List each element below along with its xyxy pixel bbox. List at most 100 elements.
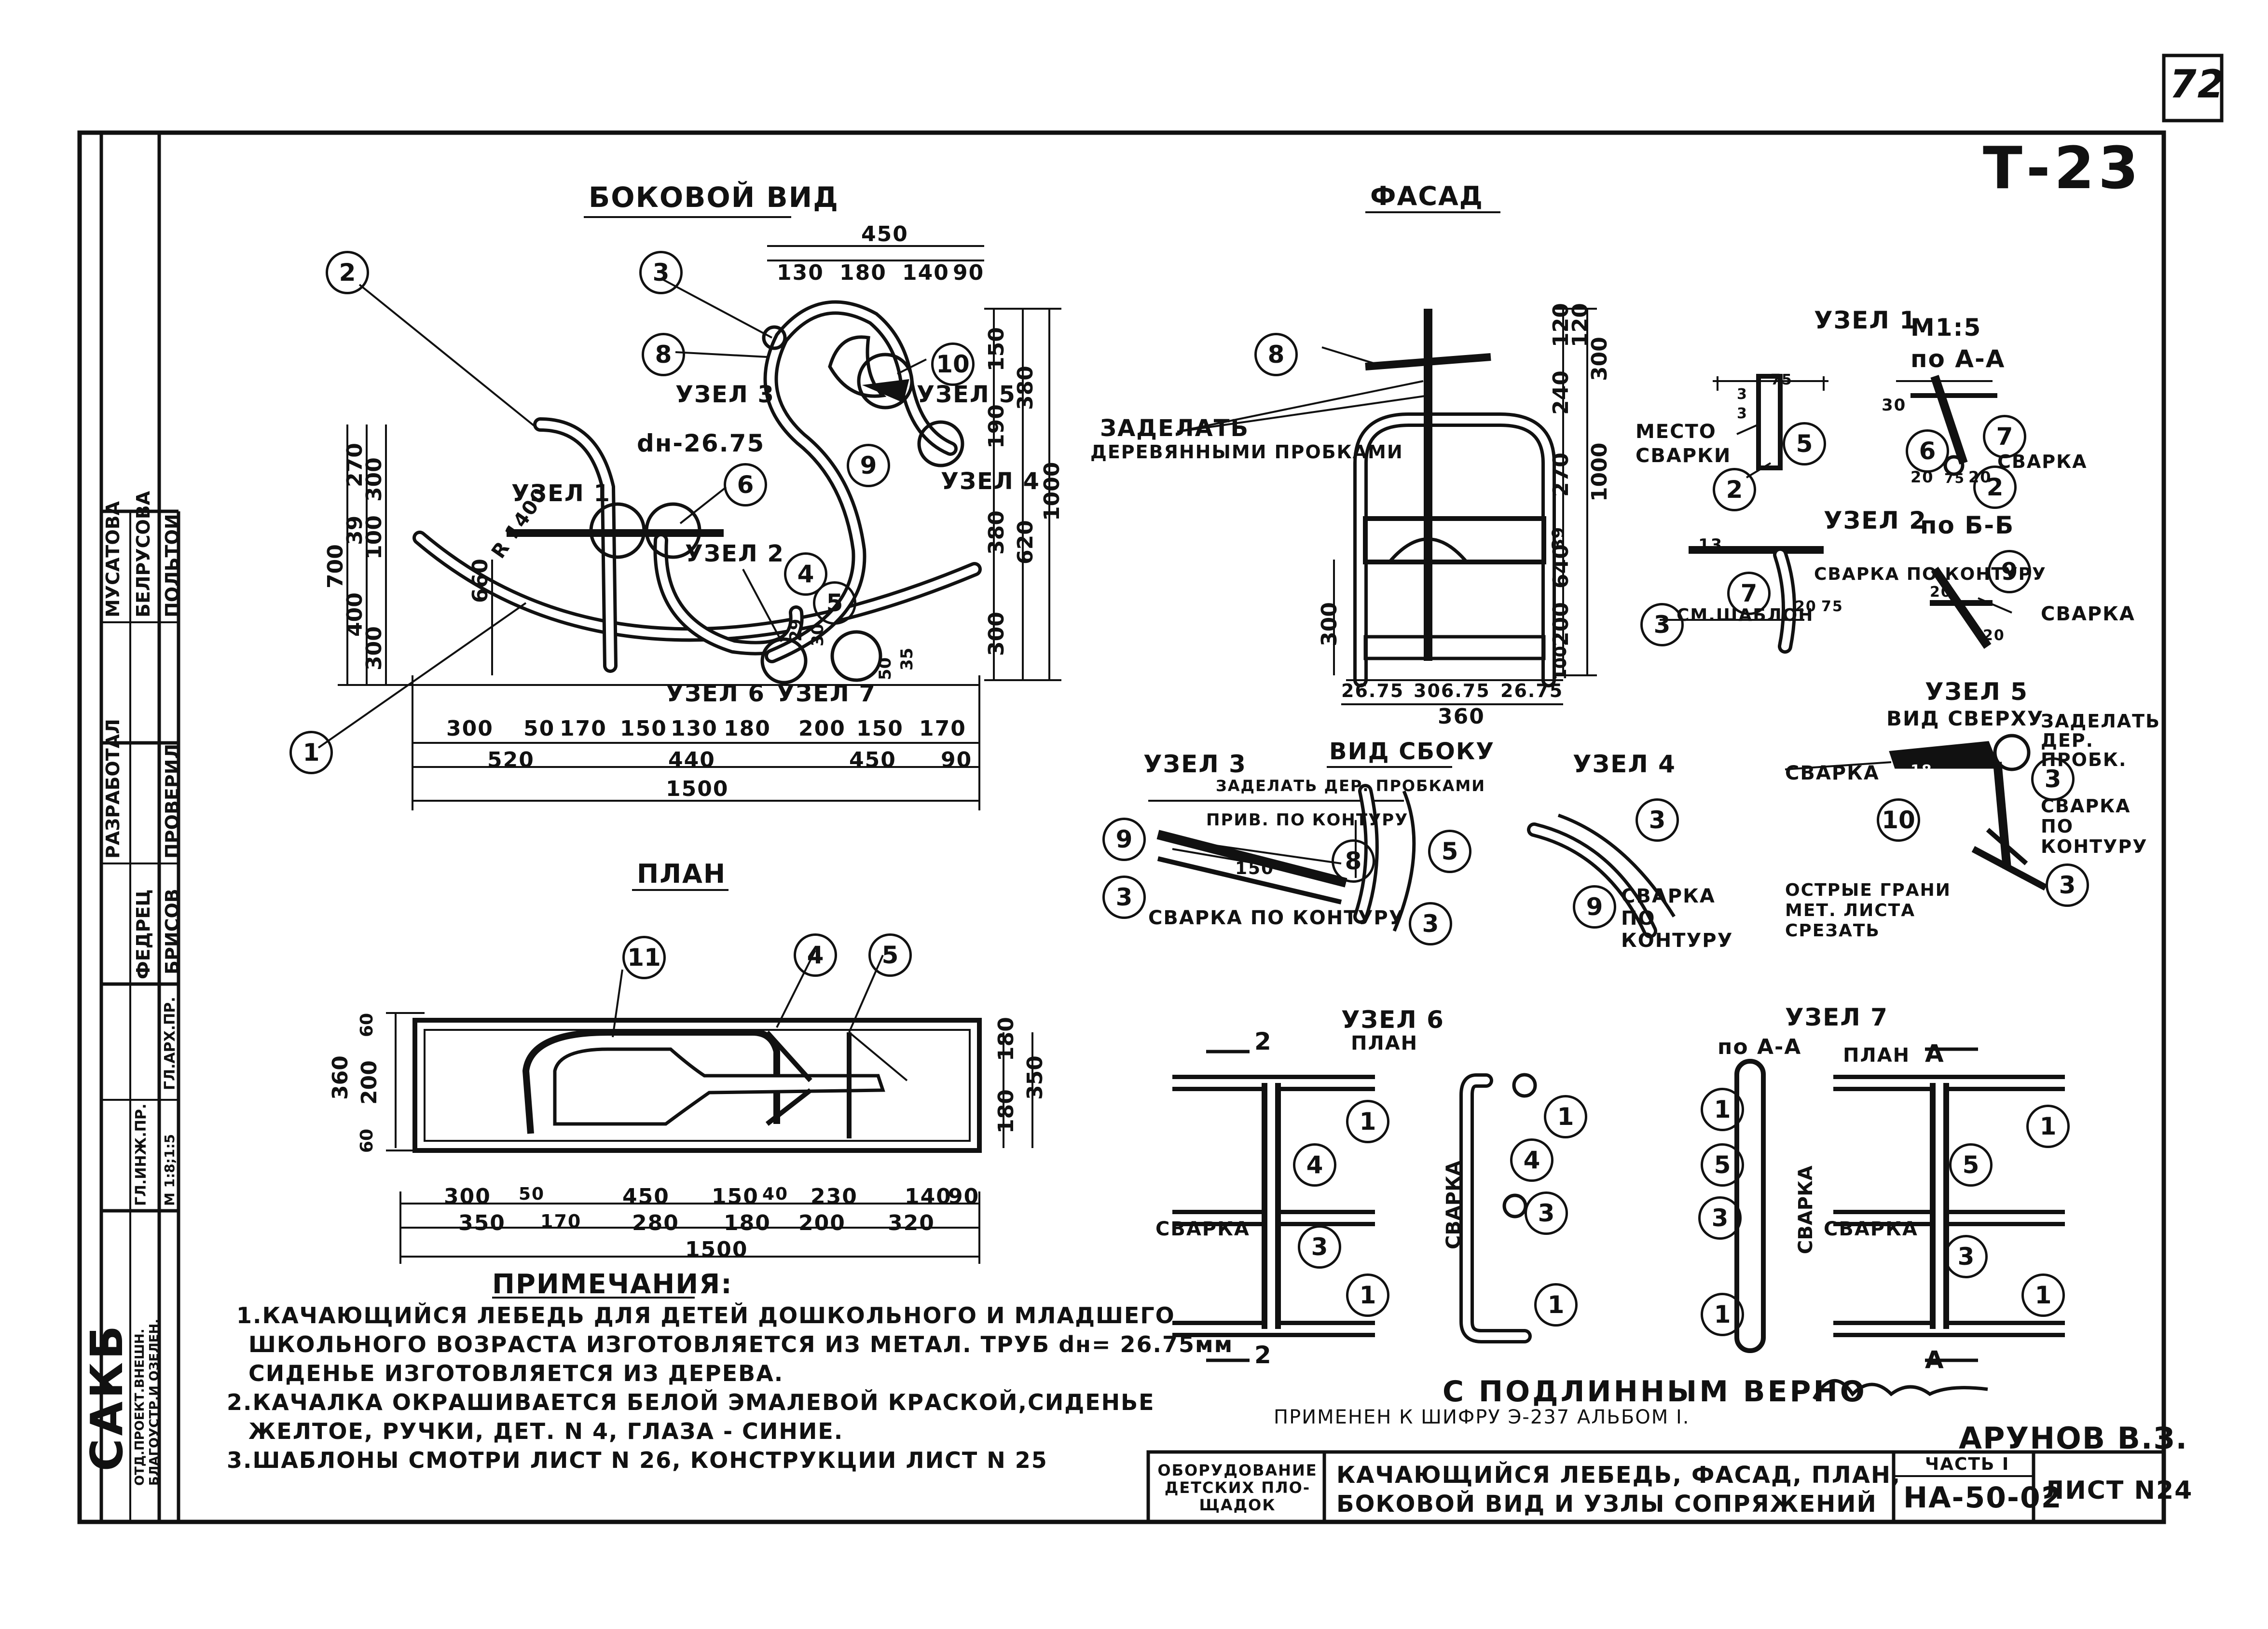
node2-tag: УЗЕЛ 2 — [685, 540, 784, 567]
node6-cut-bottom: 2 — [1254, 1341, 1272, 1369]
node6-plan: ПЛАН — [1351, 1032, 1418, 1054]
stamp-role5: ПРОВЕРИЛ — [162, 743, 183, 859]
side-dim-b1-4: 130 — [671, 716, 718, 741]
node5-sharp-edges: ОСТРЫЕ ГРАНИ МЕТ. ЛИСТА СРЕЗАТЬ — [1785, 880, 1951, 941]
facade-dim-b2: 360 — [1438, 704, 1485, 729]
n7b-part-3: 3 — [1944, 1235, 1988, 1278]
node5-title: УЗЕЛ 5 — [1925, 678, 2028, 706]
n3-part-3b: 3 — [1409, 902, 1452, 945]
part-3-marker: 3 — [639, 251, 683, 294]
side-dim-r6: 620 — [1013, 520, 1038, 564]
n7b-part-1: 1 — [2026, 1105, 2070, 1148]
plan-part-5-marker: 5 — [868, 933, 912, 977]
side-dim-top-3: 140 — [902, 260, 949, 285]
n5-dim-0: 18 — [1911, 762, 1933, 779]
n1-part-5: 5 — [1783, 422, 1826, 465]
n1-dim-1: 3 — [1737, 386, 1748, 403]
n1-dim-0: 75 — [1771, 371, 1793, 388]
n5-part-10: 10 — [1877, 798, 1920, 842]
n2-dim-1: 20 — [1795, 598, 1817, 615]
plan-dim-b1-3: 150 — [712, 1184, 759, 1209]
drawing-code: Т-23 — [1983, 135, 2143, 202]
corner-sheet-number: 72 — [2170, 62, 2226, 107]
plan-dim-b1-7: 90 — [948, 1184, 980, 1209]
n2-dim-4: 20 — [1983, 627, 2005, 644]
node3-weld-contour: СВАРКА ПО КОНТУРУ — [1148, 907, 1405, 929]
tb-title-line1: КАЧАЮЩИЙСЯ ЛЕБЕДЬ, ФАСАД, ПЛАН, — [1336, 1462, 1901, 1489]
plan-title: ПЛАН — [637, 859, 727, 889]
n6-part-3: 3 — [1298, 1225, 1341, 1269]
plan-dim-b2-3: 180 — [724, 1211, 771, 1235]
facade-part-8-marker: 8 — [1254, 333, 1298, 376]
note-1c: СИДЕНЬЕ ИЗГОТОВЛЯЕТСЯ ИЗ ДЕРЕВА. — [248, 1360, 784, 1386]
n7b-part-1b: 1 — [2021, 1273, 2065, 1317]
side-dim-top-2: 180 — [839, 260, 887, 285]
signer-name: АРУНОВ В.З. — [1959, 1421, 2188, 1456]
stamp-name2: БРИСОВ — [162, 889, 183, 974]
side-view-title: БОКОВОЙ ВИД — [589, 181, 839, 214]
notes-heading: ПРИМЕЧАНИЯ: — [492, 1269, 733, 1300]
n6-part-1b: 1 — [1346, 1273, 1389, 1317]
plan-dim-b1-1: 50 — [519, 1184, 545, 1204]
facade-dim-r5: 270 — [1549, 452, 1573, 497]
n6b-part-1: 1 — [1544, 1095, 1587, 1138]
tb-category: ОБОРУДОВАНИЕ ДЕТСКИХ ПЛО-ЩАДОК — [1157, 1461, 1318, 1514]
n1-part-2b: 2 — [1973, 465, 2017, 509]
side-dim-b1-3: 150 — [620, 716, 667, 741]
node5-weld-contour: СВАРКА ПО КОНТУРУ — [2041, 795, 2148, 857]
stamp-scale: М 1:8;1:5 — [162, 1134, 178, 1206]
node7-tag: УЗЕЛ 7 — [777, 680, 876, 707]
certified-stamp: С ПОДЛИННЫМ ВЕРНО — [1443, 1375, 1867, 1409]
plan-dim-b2-5: 320 — [888, 1211, 935, 1235]
n2-part-9: 9 — [1988, 550, 2031, 593]
n6b-part-1b: 1 — [1534, 1283, 1578, 1327]
side-dim-l1: 700 — [323, 544, 348, 589]
plan-dim-b1-4: 40 — [762, 1184, 789, 1204]
n3-part-9: 9 — [1102, 818, 1146, 861]
node2-weld: СВАРКА — [2041, 603, 2135, 625]
n6b-part-3: 3 — [1525, 1191, 1568, 1235]
part-9-marker: 9 — [847, 444, 890, 487]
plan-dim-b1-6: 140 — [905, 1184, 952, 1209]
tb-code: НА-50-02 — [1903, 1481, 2062, 1515]
n6-part-4: 4 — [1293, 1143, 1336, 1187]
n7-part-1b: 1 — [1701, 1293, 1744, 1336]
part-10-marker: 10 — [931, 342, 975, 386]
side-dim-b1-2: 170 — [560, 716, 607, 741]
plan-dim-b3: 1500 — [685, 1237, 748, 1262]
plan-part-11-marker: 11 — [622, 936, 666, 979]
n2-part-3: 3 — [1640, 603, 1684, 646]
plan-dim-l1: 360 — [328, 1055, 353, 1100]
facade-dim-r8: 200 — [1549, 602, 1573, 646]
plan-dim-l3: 200 — [357, 1060, 382, 1105]
node5-seal: ЗАДЕЛАТЬ ДЕР. ПРОБК. — [2041, 711, 2161, 770]
note-3: 3.ШАБЛОНЫ СМОТРИ ЛИСТ N 26, КОНСТРУКЦИИ … — [227, 1447, 1048, 1473]
side-dim-l5: 300 — [362, 457, 386, 502]
side-dim-r7: 380 — [984, 510, 1009, 555]
facade-dim-r7: 640 — [1549, 544, 1573, 589]
plan-dim-l4: 60 — [357, 1128, 377, 1153]
stamp-org: САКБ — [81, 1322, 133, 1471]
node5-weld: СВАРКА — [1785, 762, 1880, 784]
plan-dim-b2-2: 280 — [632, 1211, 679, 1235]
stamp-name5: ПОЛЬТОИ — [162, 514, 183, 617]
side-dim-s4: 35 — [897, 647, 917, 671]
node7-plan: ПЛАН — [1843, 1044, 1911, 1067]
node4-tag: УЗЕЛ 4 — [941, 468, 1040, 495]
node3-weld-short: ПРИВ. ПО КОНТУРУ — [1206, 810, 1409, 830]
plan-dim-b2-0: 350 — [458, 1211, 506, 1235]
node6-title: УЗЕЛ 6 — [1341, 1006, 1444, 1034]
facade-seal-label2: ДЕРЕВЯННЫМИ ПРОБКАМИ — [1090, 441, 1403, 463]
node3-seal: ЗАДЕЛАТЬ ДЕР. ПРОБКАМИ — [1216, 777, 1486, 795]
side-small-title: ВИД СБОКУ — [1329, 738, 1495, 765]
n7-part-3: 3 — [1698, 1196, 1742, 1240]
stamp-name3: МУСАТОВА — [102, 501, 124, 617]
n7-part-5: 5 — [1701, 1143, 1744, 1187]
side-dim-r1: 150 — [984, 327, 1009, 371]
side-dim-s3: 50 — [876, 657, 895, 680]
n7b-part-5: 5 — [1949, 1143, 1993, 1187]
n3-part-8: 8 — [1332, 839, 1375, 883]
node7-weld-vertical: СВАРКА — [1795, 1165, 1817, 1254]
plan-dim-b2-1: 170 — [540, 1211, 582, 1232]
node3-tag: УЗЕЛ 3 — [675, 381, 775, 408]
